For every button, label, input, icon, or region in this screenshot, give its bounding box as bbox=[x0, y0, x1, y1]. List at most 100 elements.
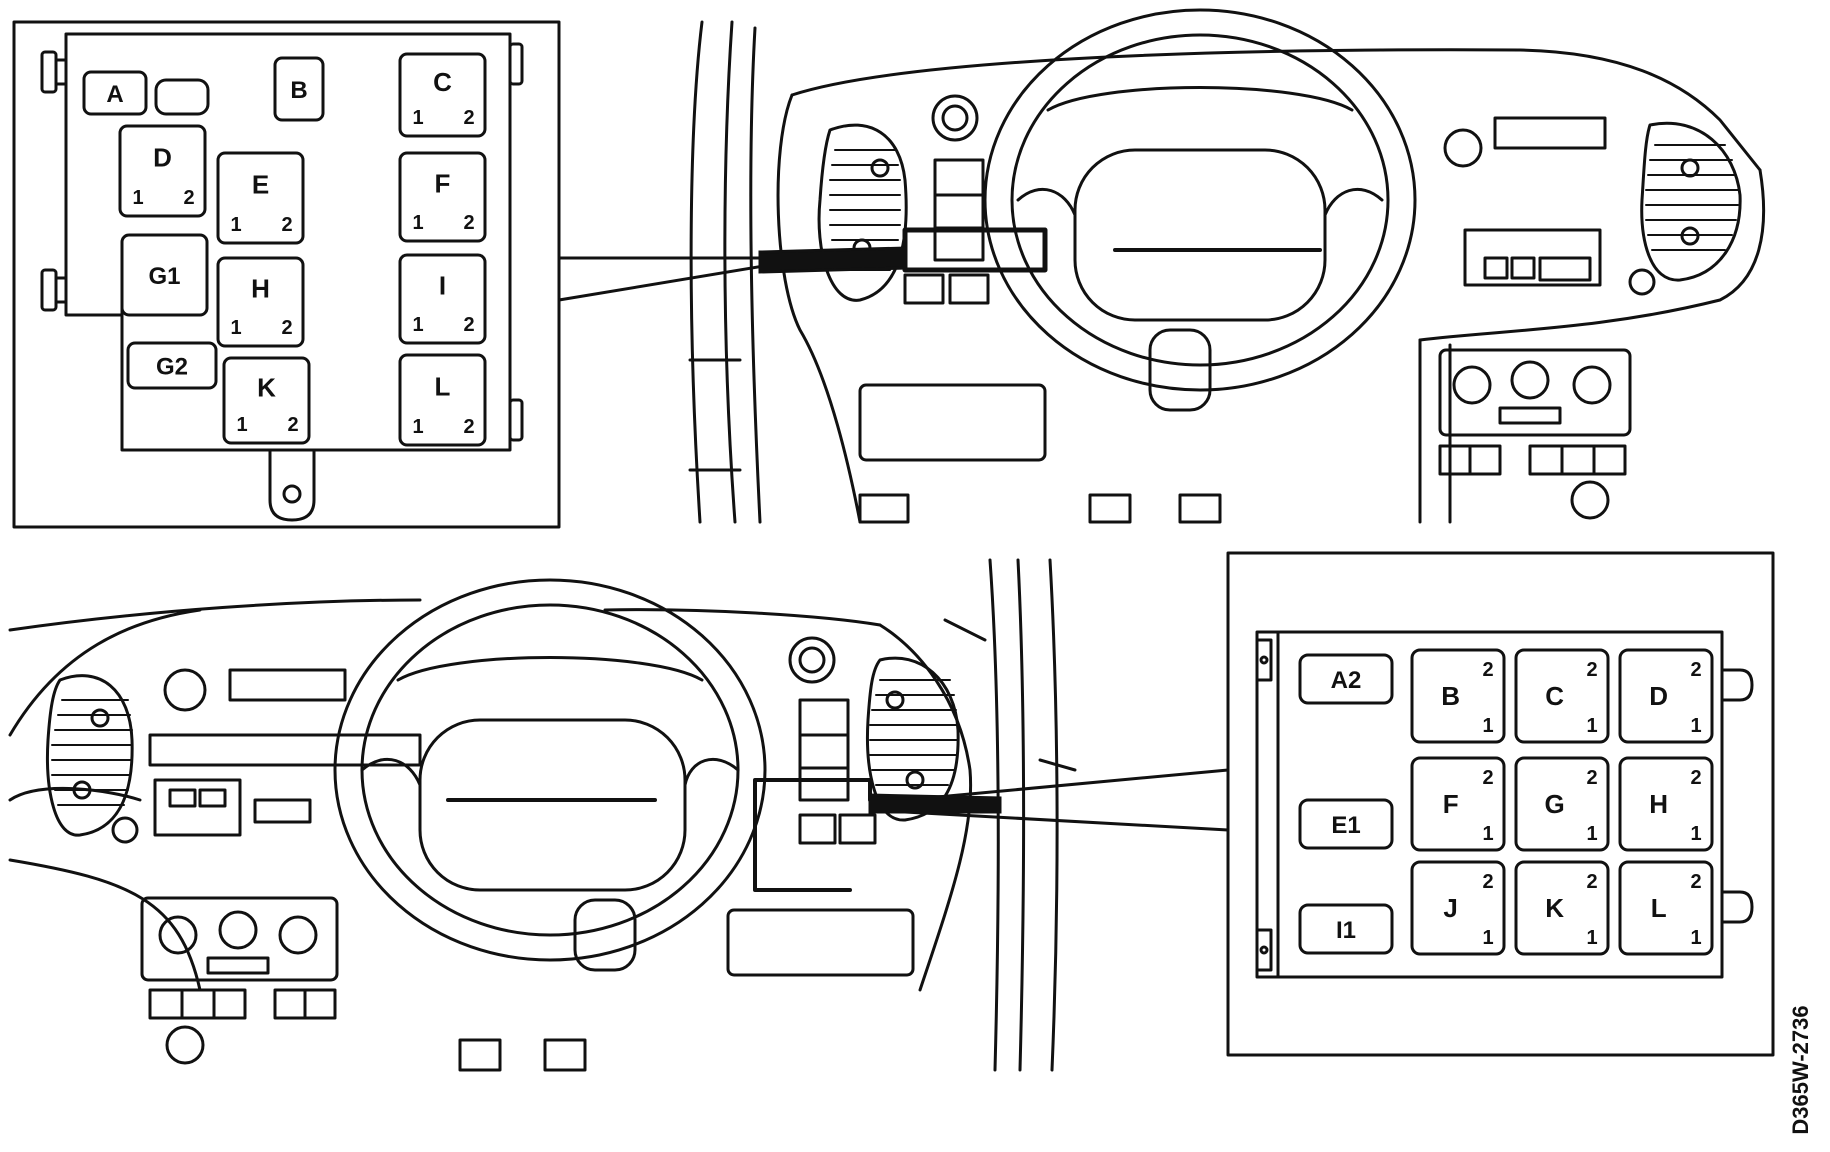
rhd-relay-outline bbox=[1514, 860, 1610, 956]
lhd-relay-pin-2: 2 bbox=[463, 107, 474, 129]
rhd-relay-label: F bbox=[1443, 789, 1459, 819]
lhd-relay-outline bbox=[216, 151, 305, 245]
rhd-relay-e1: E1 bbox=[1298, 798, 1394, 850]
rhd-relay-label: C bbox=[1545, 681, 1564, 711]
rhd-relay-pin-1: 1 bbox=[1482, 715, 1493, 737]
lhd-relay-outline bbox=[398, 353, 487, 447]
rhd-relay-outline bbox=[1514, 648, 1610, 744]
lhd-relay-pin-1: 1 bbox=[412, 314, 423, 336]
rhd-relay-pin-1: 1 bbox=[1690, 927, 1701, 949]
rhd-relay-pin-2: 2 bbox=[1586, 767, 1597, 789]
lhd-relay-label: C bbox=[433, 67, 452, 97]
rhd-relay-label: B bbox=[1441, 681, 1460, 711]
rhd-relay-pin-2: 2 bbox=[1690, 659, 1701, 681]
rhd-relay-label: L bbox=[1651, 893, 1667, 923]
rhd-relay-pin-1: 1 bbox=[1690, 823, 1701, 845]
rhd-relay-pin-1: 1 bbox=[1586, 715, 1597, 737]
lhd-relay-pin-1: 1 bbox=[412, 416, 423, 438]
lhd-relay-outline bbox=[398, 52, 487, 138]
lhd-relay-pin-2: 2 bbox=[281, 317, 292, 339]
lhd-relay-outline bbox=[398, 253, 487, 345]
lhd-dashboard-illustration bbox=[688, 8, 1766, 524]
rhd-relay-pin-2: 2 bbox=[1482, 871, 1493, 893]
lhd-relay-label: B bbox=[290, 77, 307, 104]
lhd-empty-socket bbox=[154, 78, 210, 116]
rhd-relay-outline bbox=[1298, 653, 1394, 705]
rhd-relay-c: C2 1 bbox=[1514, 648, 1610, 744]
lhd-relay-label: D bbox=[153, 143, 172, 173]
rhd-relay-pin-1: 1 bbox=[1482, 823, 1493, 845]
lhd-relay-pin-1: 1 bbox=[230, 214, 241, 236]
lhd-relay-label: H bbox=[251, 274, 270, 304]
rhd-relay-a2: A2 bbox=[1298, 653, 1394, 705]
lhd-relay-g1: G1 bbox=[120, 233, 209, 317]
rhd-dashboard-illustration bbox=[8, 558, 1077, 1072]
lhd-relay-outline bbox=[222, 356, 311, 445]
rhd-relay-label: H bbox=[1649, 789, 1668, 819]
lhd-relay-pin-2: 2 bbox=[281, 214, 292, 236]
lhd-relay-i: I1 2 bbox=[398, 253, 487, 345]
rhd-relay-label: E1 bbox=[1331, 812, 1360, 839]
rhd-relay-outline bbox=[1410, 648, 1506, 744]
lhd-leader-line bbox=[558, 246, 907, 302]
rhd-relay-outline bbox=[1618, 860, 1714, 956]
lhd-relay-outline bbox=[273, 56, 325, 122]
lhd-relay-label: G2 bbox=[156, 354, 188, 381]
lhd-relay-outline bbox=[126, 341, 218, 390]
rhd-relay-label: D bbox=[1649, 681, 1668, 711]
rhd-relay-l: L 2 1 bbox=[1618, 860, 1714, 956]
lhd-relay-outline bbox=[82, 70, 148, 116]
lhd-relay-pin-1: 1 bbox=[236, 414, 247, 436]
rhd-relay-outline bbox=[1410, 860, 1506, 956]
lhd-relay-l: L1 2 bbox=[398, 353, 487, 447]
lhd-relay-label: F bbox=[435, 169, 451, 199]
lhd-relay-label: I bbox=[439, 271, 446, 301]
lhd-relay-pin-2: 2 bbox=[183, 187, 194, 209]
rhd-relay-label: A2 bbox=[1331, 667, 1362, 694]
rhd-relay-i1: I1 bbox=[1298, 903, 1394, 955]
diagram-code-label: D365W-2736 bbox=[1788, 1005, 1813, 1134]
lhd-relay-pin-2: 2 bbox=[287, 414, 298, 436]
lhd-relay-c: C1 2 bbox=[398, 52, 487, 138]
rhd-relay-pin-2: 2 bbox=[1586, 871, 1597, 893]
rhd-relay-outline bbox=[1298, 798, 1394, 850]
lhd-relay-outline bbox=[216, 256, 305, 348]
lhd-relay-pin-1: 1 bbox=[132, 187, 143, 209]
lhd-relay-pin-2: 2 bbox=[463, 416, 474, 438]
rhd-relay-h: H21 bbox=[1618, 756, 1714, 852]
rhd-relay-label: J bbox=[1443, 893, 1457, 923]
rhd-relay-pin-1: 1 bbox=[1690, 715, 1701, 737]
rhd-relay-panel-inset bbox=[1226, 551, 1775, 1057]
rhd-relay-pin-1: 1 bbox=[1482, 927, 1493, 949]
lhd-relay-pin-2: 2 bbox=[463, 314, 474, 336]
lhd-relay-pin-1: 1 bbox=[412, 212, 423, 234]
lhd-relay-pin-2: 2 bbox=[463, 212, 474, 234]
lhd-relay-f: F1 2 bbox=[398, 151, 487, 243]
rhd-relay-d: D2 1 bbox=[1618, 648, 1714, 744]
lhd-relay-label: L bbox=[435, 372, 451, 402]
lhd-relay-outline bbox=[398, 151, 487, 243]
lhd-relay-outline bbox=[118, 124, 207, 218]
rhd-relay-pin-1: 1 bbox=[1586, 823, 1597, 845]
rhd-relay-b: B21 bbox=[1410, 648, 1506, 744]
rhd-relay-label: G bbox=[1545, 789, 1565, 819]
rhd-relay-pin-2: 2 bbox=[1482, 767, 1493, 789]
rhd-relay-pin-2: 2 bbox=[1690, 871, 1701, 893]
rhd-relay-pin-2: 2 bbox=[1586, 659, 1597, 681]
rhd-relay-outline bbox=[1298, 903, 1394, 955]
rhd-relay-outline bbox=[1514, 756, 1610, 852]
lhd-relay-pin-1: 1 bbox=[230, 317, 241, 339]
lhd-relay-label: G1 bbox=[148, 263, 180, 290]
rhd-relay-pin-1: 1 bbox=[1586, 927, 1597, 949]
rhd-relay-f: F 2 1 bbox=[1410, 756, 1506, 852]
lhd-relay-h: H1 2 bbox=[216, 256, 305, 348]
lhd-relay-b: B bbox=[273, 56, 325, 122]
lhd-relay-pin-1: 1 bbox=[412, 107, 423, 129]
lhd-relay-outline bbox=[120, 233, 209, 317]
rhd-leader-line bbox=[868, 768, 1229, 832]
